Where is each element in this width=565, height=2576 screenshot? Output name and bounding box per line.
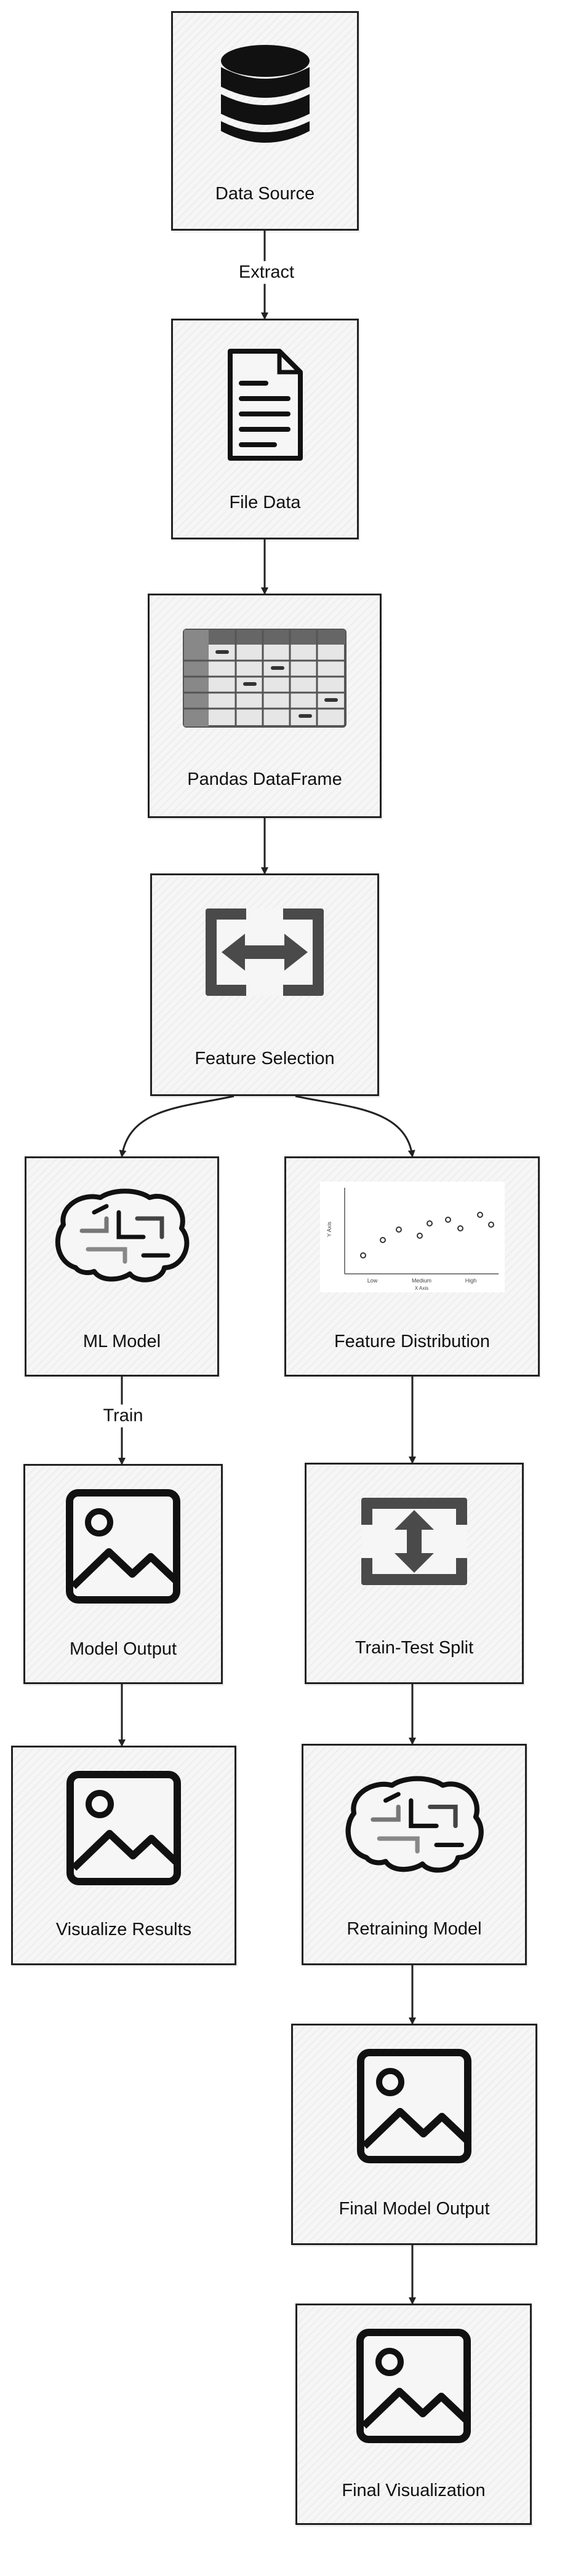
scatter-xlabel: X Axis (414, 1286, 428, 1291)
node-label: File Data (229, 493, 301, 512)
node-ml-model[interactable]: ML Model (25, 1156, 219, 1377)
node-feature-selection[interactable]: Feature Selection (150, 873, 379, 1096)
horizontal-arrows-icon (152, 906, 377, 998)
node-pandas-dataframe[interactable]: Pandas DataFrame (148, 594, 382, 818)
node-file-data[interactable]: File Data (171, 319, 359, 539)
scatter-plot-icon: Y Axis Low Medium High X Axis (286, 1182, 538, 1292)
node-final-model-output[interactable]: Final Model Output (291, 2024, 537, 2245)
node-label: Final Model Output (339, 2199, 490, 2219)
node-label: Model Output (69, 1639, 177, 1659)
node-label: Train-Test Split (355, 1638, 474, 1658)
node-label: Pandas DataFrame (187, 769, 342, 789)
scatter-tick-low: Low (367, 1278, 377, 1284)
node-label: Data Source (215, 184, 315, 204)
image-icon (297, 2328, 530, 2444)
scatter-tick-medium: Medium (411, 1278, 431, 1284)
node-label: Feature Distribution (334, 1332, 491, 1351)
node-retraining-model[interactable]: Retraining Model (302, 1744, 527, 1965)
node-label: Retraining Model (347, 1919, 482, 1939)
node-label: Feature Selection (194, 1049, 335, 1068)
node-feature-distribution[interactable]: Y Axis Low Medium High X Axis Feature Di… (284, 1156, 540, 1377)
node-label: Visualize Results (55, 1920, 192, 1939)
image-icon (13, 1770, 234, 1886)
brain-icon (26, 1188, 217, 1286)
database-icon (173, 42, 357, 147)
node-model-output[interactable]: Model Output (23, 1464, 223, 1684)
edge-label-train: Train (99, 1404, 147, 1428)
edge-featureselection-distribution (295, 1095, 415, 1158)
node-train-test-split[interactable]: Train-Test Split (305, 1463, 524, 1684)
scatter-ylabel: Y Axis (326, 1222, 332, 1237)
node-label: ML Model (82, 1332, 161, 1351)
scatter-tick-high: High (465, 1278, 476, 1284)
image-icon (293, 2048, 535, 2165)
edge-label-extract: Extract (234, 261, 299, 284)
brain-icon (303, 1775, 525, 1877)
node-visualize-results[interactable]: Visualize Results (11, 1746, 236, 1965)
node-data-source[interactable]: Data Source (171, 11, 359, 231)
vertical-arrows-icon (307, 1495, 522, 1588)
table-icon (150, 627, 380, 729)
image-icon (25, 1488, 221, 1605)
edge-featureselection-mlmodel (119, 1095, 234, 1158)
node-label: Final Visualization (342, 2481, 486, 2500)
node-final-visualization[interactable]: Final Visualization (295, 2304, 532, 2525)
document-icon (173, 346, 357, 463)
